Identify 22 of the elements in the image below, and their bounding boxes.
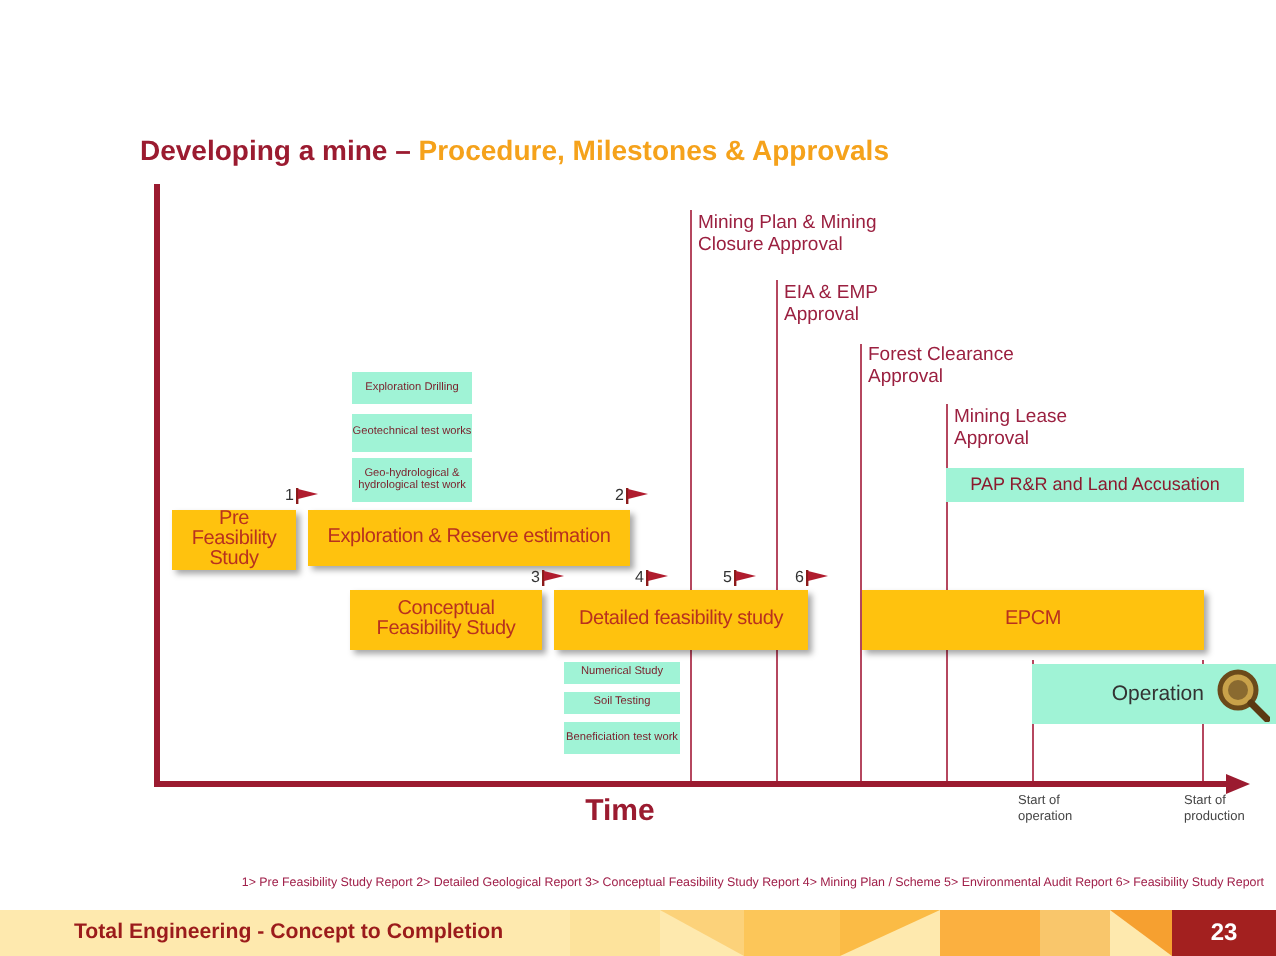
box-label: Operation: [1111, 682, 1204, 706]
phase-box: Conceptual Feasibility Study: [350, 590, 542, 650]
approval-label: Mining Plan & Mining Closure Approval: [698, 212, 879, 258]
axis-label: Time: [583, 794, 657, 828]
milestone-number: 2: [613, 488, 624, 504]
phase-box: EPCM: [862, 590, 1204, 650]
phase-box: Detailed feasibility study: [554, 590, 808, 650]
page-number: 23: [1172, 910, 1276, 956]
milestone-number: 4: [633, 570, 644, 586]
milestone-number: 6: [793, 570, 804, 586]
operation-bar: [1032, 664, 1276, 724]
slide-title: Developing a mine – Procedure, Milestones & Approvals: [140, 134, 889, 166]
milestone-number: 3: [529, 570, 540, 586]
activity-bar: PAP R&R and Land Accusation: [946, 468, 1244, 502]
approval-label: EIA & EMP Approval: [784, 282, 880, 328]
footer-text: Total Engineering - Concept to Completion: [74, 920, 504, 944]
approval-label: Mining Lease Approval: [954, 406, 1070, 452]
milestone-number: 5: [721, 570, 732, 586]
phase-box: Exploration & Reserve estimation: [308, 510, 630, 566]
milestone-number: 1: [283, 488, 294, 504]
approval-label: Forest Clearance Approval: [868, 344, 1016, 390]
phase-box: Pre Feasibility Study: [172, 510, 296, 570]
